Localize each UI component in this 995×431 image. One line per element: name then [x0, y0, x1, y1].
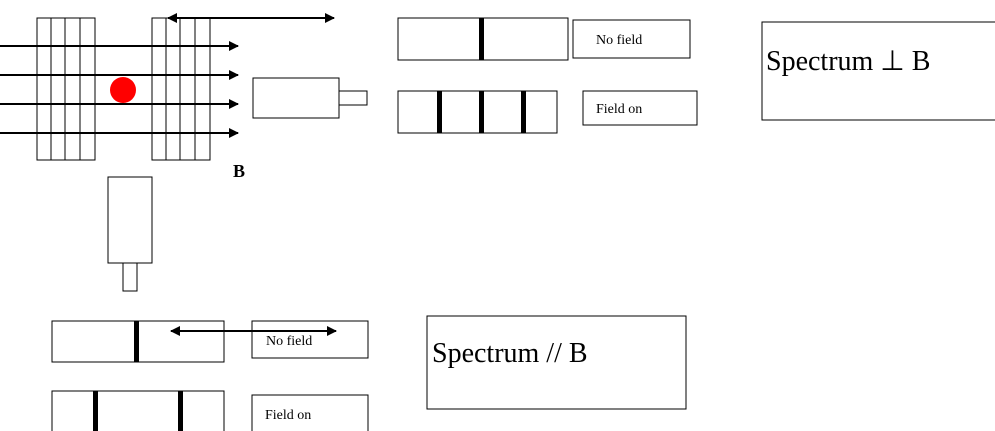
spectrum-par-no-field	[51, 320, 225, 363]
telescope-horizontal	[252, 77, 368, 119]
spectral-line	[479, 18, 484, 60]
spectral-line	[521, 91, 526, 133]
spectral-line	[437, 91, 442, 133]
field-lines	[0, 41, 239, 138]
caption-par: Spectrum // B	[432, 338, 588, 369]
perp-no-field-label: No field	[596, 33, 642, 48]
light-source	[110, 77, 136, 103]
field-label: B	[233, 161, 245, 181]
magnet-pole-right	[151, 17, 211, 161]
label-box-par-no-field	[251, 320, 369, 359]
label-box-par-field-on	[251, 394, 369, 431]
par-field-on-label: Field on	[265, 408, 311, 423]
spectrum-perp-field-on	[397, 90, 558, 134]
perp-field-on-label: Field on	[596, 102, 642, 117]
caption-perp: Spectrum ⊥ B	[766, 46, 930, 77]
spectral-line	[178, 391, 183, 431]
spectral-line	[479, 91, 484, 133]
spectrum-par-field-on	[51, 390, 225, 431]
label-box-perp-field-on	[582, 90, 698, 126]
spectral-line	[93, 391, 98, 431]
spectrum-perp-no-field	[397, 17, 569, 61]
par-no-field-label: No field	[266, 334, 312, 349]
caption-box-perp	[761, 21, 995, 121]
telescope-vertical	[107, 176, 153, 292]
spectral-line	[134, 321, 139, 362]
magnet-pole-left	[36, 17, 96, 161]
label-box-perp-no-field	[572, 19, 691, 59]
caption-box-par	[426, 315, 687, 410]
